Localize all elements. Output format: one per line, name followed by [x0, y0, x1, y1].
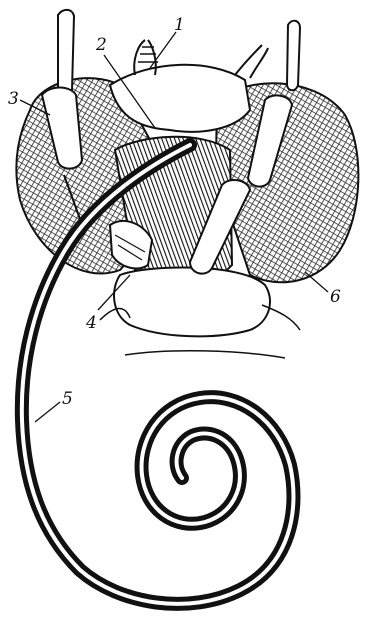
leader-6: [305, 272, 328, 292]
label-6: 6: [330, 287, 341, 307]
label-3: 3: [8, 89, 19, 109]
leader-5: [35, 402, 60, 422]
label-4: 4: [85, 313, 97, 333]
label-5: 5: [62, 389, 73, 409]
label-1: 1: [174, 15, 185, 35]
label-2: 2: [95, 35, 107, 55]
